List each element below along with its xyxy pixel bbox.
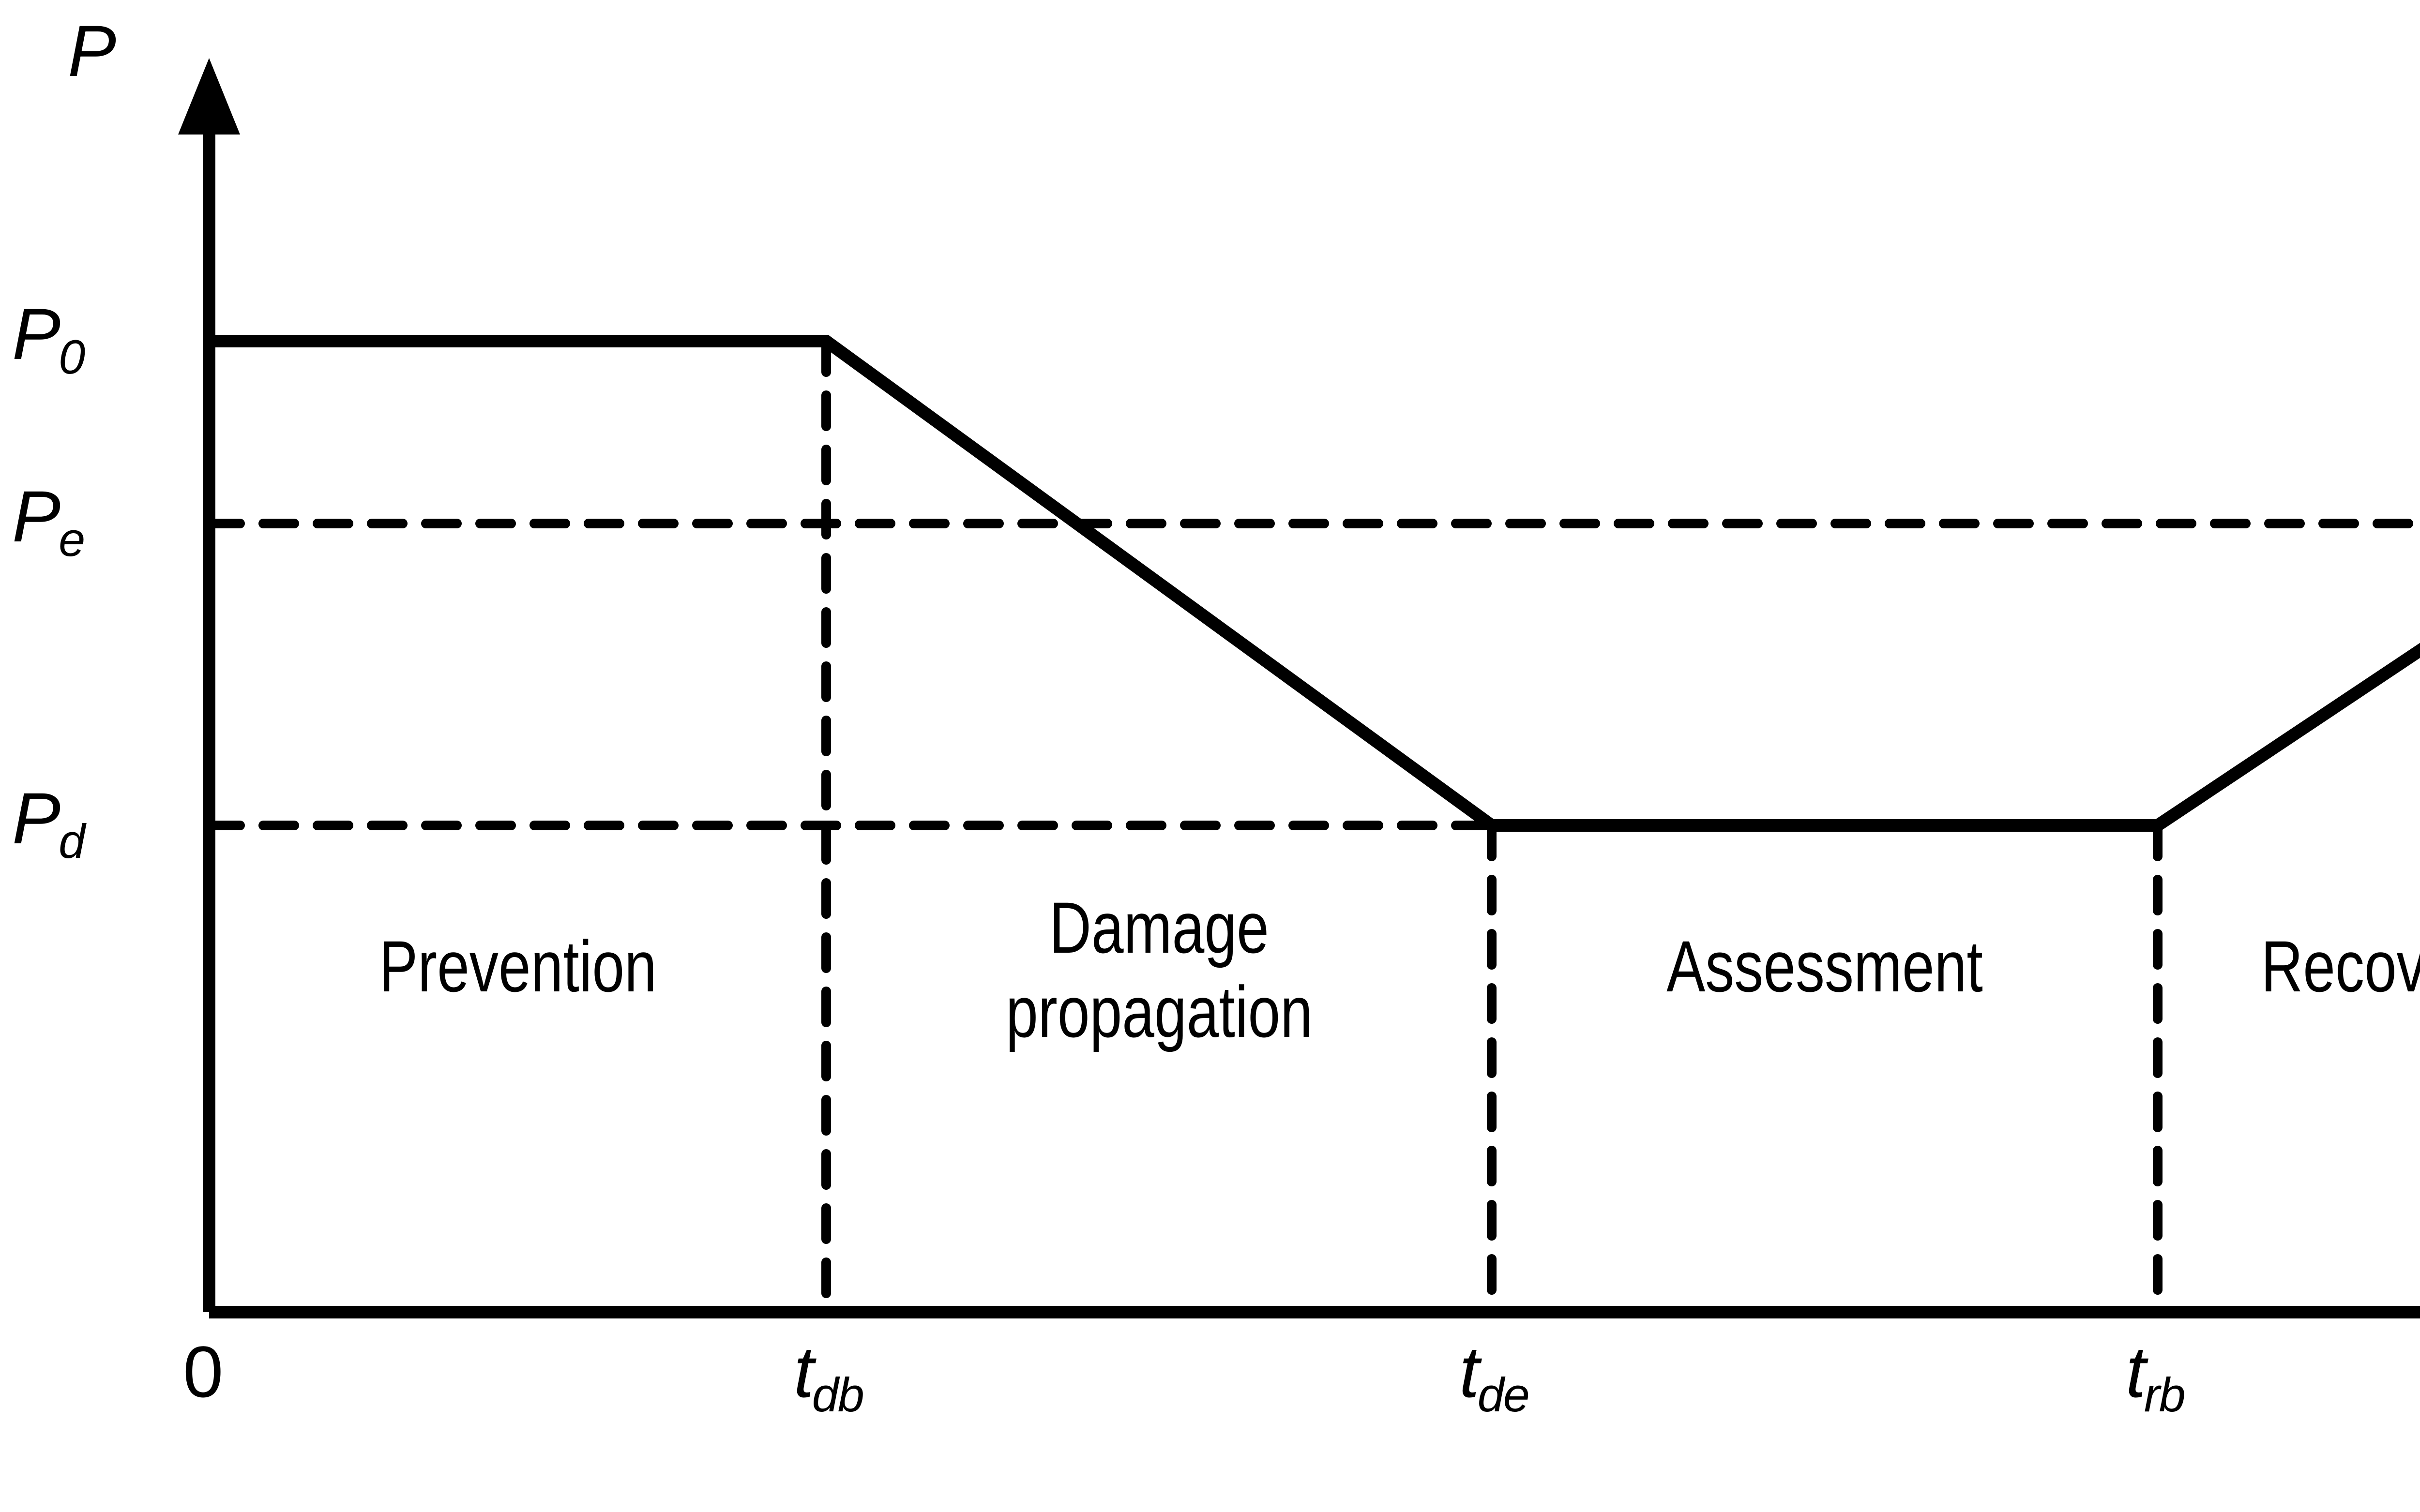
y-axis-arrowhead bbox=[178, 58, 240, 135]
axis-group bbox=[178, 58, 2420, 1318]
phase-recovery-line1: Recovery bbox=[2261, 926, 2420, 1007]
y-tick-p0-subscript: 0 bbox=[59, 329, 85, 384]
y-tick-label-pd: Pd bbox=[12, 782, 85, 865]
phase-label-recovery: Recovery bbox=[2215, 924, 2420, 1008]
y-tick-label-pe: Pe bbox=[12, 480, 85, 563]
y-axis-label-text: P bbox=[68, 10, 116, 91]
y-tick-pd-base: P bbox=[12, 778, 60, 859]
x-tick-tdb-base: t bbox=[794, 1331, 814, 1412]
x-tick-label-origin: 0 bbox=[183, 1335, 223, 1408]
y-tick-pd-subscript: d bbox=[59, 814, 85, 868]
vertical-guides bbox=[821, 336, 2163, 1317]
y-tick-p0-base: P bbox=[12, 293, 60, 374]
y-tick-label-p0: P0 bbox=[12, 298, 85, 381]
phase-damage-line1: Damage bbox=[1049, 887, 1269, 968]
phase-assessment-line1: Assessment bbox=[1666, 926, 1983, 1007]
horizontal-guides bbox=[204, 519, 2420, 830]
x-tick-tdb-subscript: db bbox=[812, 1367, 864, 1422]
x-tick-label-tde: tde bbox=[1459, 1335, 1530, 1419]
phase-damage-line2: propagation bbox=[1006, 971, 1313, 1052]
phase-label-assessment: Assessment bbox=[1571, 924, 2078, 1008]
x-tick-trb-subscript: rb bbox=[2144, 1367, 2186, 1422]
x-tick-tde-base: t bbox=[1459, 1331, 1480, 1412]
y-axis-label: P bbox=[68, 15, 116, 87]
y-tick-pe-base: P bbox=[12, 476, 60, 557]
y-tick-pe-subscript: e bbox=[59, 512, 85, 566]
x-tick-trb-base: t bbox=[2126, 1331, 2146, 1412]
phase-label-prevention: Prevention bbox=[286, 924, 750, 1008]
performance-curve bbox=[203, 335, 2420, 832]
x-tick-origin-text: 0 bbox=[183, 1331, 224, 1412]
x-tick-label-trb: trb bbox=[2126, 1335, 2186, 1419]
phase-prevention-line1: Prevention bbox=[379, 926, 657, 1007]
x-tick-tde-subscript: de bbox=[1477, 1367, 1530, 1422]
x-tick-label-tdb: tdb bbox=[794, 1335, 864, 1419]
phase-label-damage-propagation: Damage propagation bbox=[906, 885, 1413, 1054]
